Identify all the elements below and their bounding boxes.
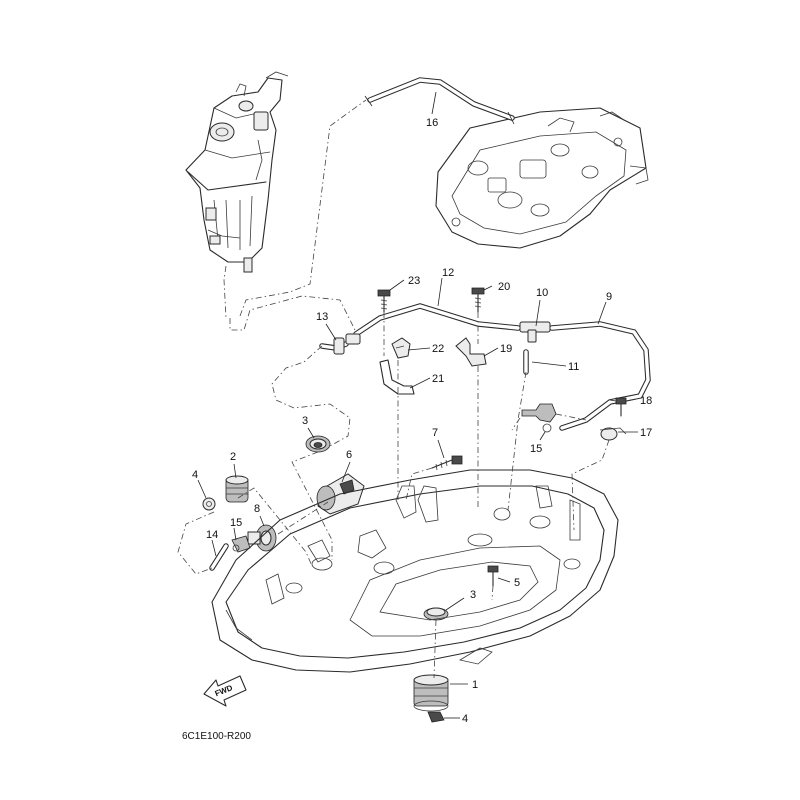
bottom-cowling (211, 469, 619, 673)
callout-17: 17 (640, 427, 652, 439)
bolt-18 (615, 397, 627, 417)
pipe-14 (209, 543, 229, 571)
fitting-8 (247, 524, 277, 552)
callout-22: 22 (432, 343, 444, 355)
engine-assembly (185, 71, 289, 273)
engine-base-plate (435, 107, 649, 249)
hose-joint-10 (519, 321, 551, 343)
callout-11: 11 (568, 361, 579, 373)
fwd-label: FWD (214, 683, 234, 698)
bolt-7 (431, 455, 463, 471)
fwd-arrow-icon: FWD (203, 675, 247, 707)
callout-14: 14 (206, 529, 218, 541)
bracket-19 (455, 337, 487, 367)
callout-19: 19 (500, 343, 512, 355)
hose-12 (353, 303, 521, 337)
callout-3-upper: 3 (302, 415, 308, 427)
callout-5: 5 (514, 577, 520, 589)
clip-4-lower (427, 711, 445, 723)
callout-13: 13 (316, 311, 328, 323)
bolt-5 (487, 565, 499, 587)
reference-code: 6C1E100-R200 (182, 731, 251, 742)
callout-2: 2 (230, 451, 236, 463)
grommet-3-lower (423, 607, 449, 621)
callout-4-lower: 4 (462, 713, 468, 725)
callout-9: 9 (606, 291, 612, 303)
hose-9 (549, 321, 651, 431)
clamp-17 (599, 427, 627, 441)
callout-18: 18 (640, 395, 652, 407)
callout-21: 21 (432, 373, 444, 385)
bolt-20 (471, 287, 485, 313)
callout-3-lower: 3 (470, 589, 476, 601)
clip-4-upper (202, 497, 216, 511)
callout-15-right: 15 (530, 443, 542, 455)
callout-20: 20 (498, 281, 510, 293)
callout-1: 1 (472, 679, 478, 691)
hose-joint-13 (319, 333, 361, 355)
leader-lines (197, 91, 638, 719)
drain-fitting-1 (413, 674, 449, 712)
callout-7: 7 (432, 427, 438, 439)
callout-4-upper: 4 (192, 469, 198, 481)
callout-16: 16 (426, 117, 438, 129)
fitting-2 (225, 475, 249, 503)
grommet-3-upper (305, 435, 331, 453)
bolt-23 (377, 289, 391, 313)
fitting-15-right (521, 403, 557, 433)
hose-16 (364, 77, 515, 125)
callout-6: 6 (346, 449, 352, 461)
callout-12: 12 (442, 267, 454, 279)
callout-labels: 16 23 12 20 10 9 13 22 19 11 21 3 18 17 … (192, 117, 652, 725)
callout-23: 23 (408, 275, 420, 287)
callout-8: 8 (254, 503, 260, 515)
assembly-lines (177, 99, 610, 679)
clip-22 (391, 337, 411, 359)
callout-10: 10 (536, 287, 548, 299)
callout-15-left: 15 (230, 517, 242, 529)
bracket-21 (379, 359, 415, 395)
